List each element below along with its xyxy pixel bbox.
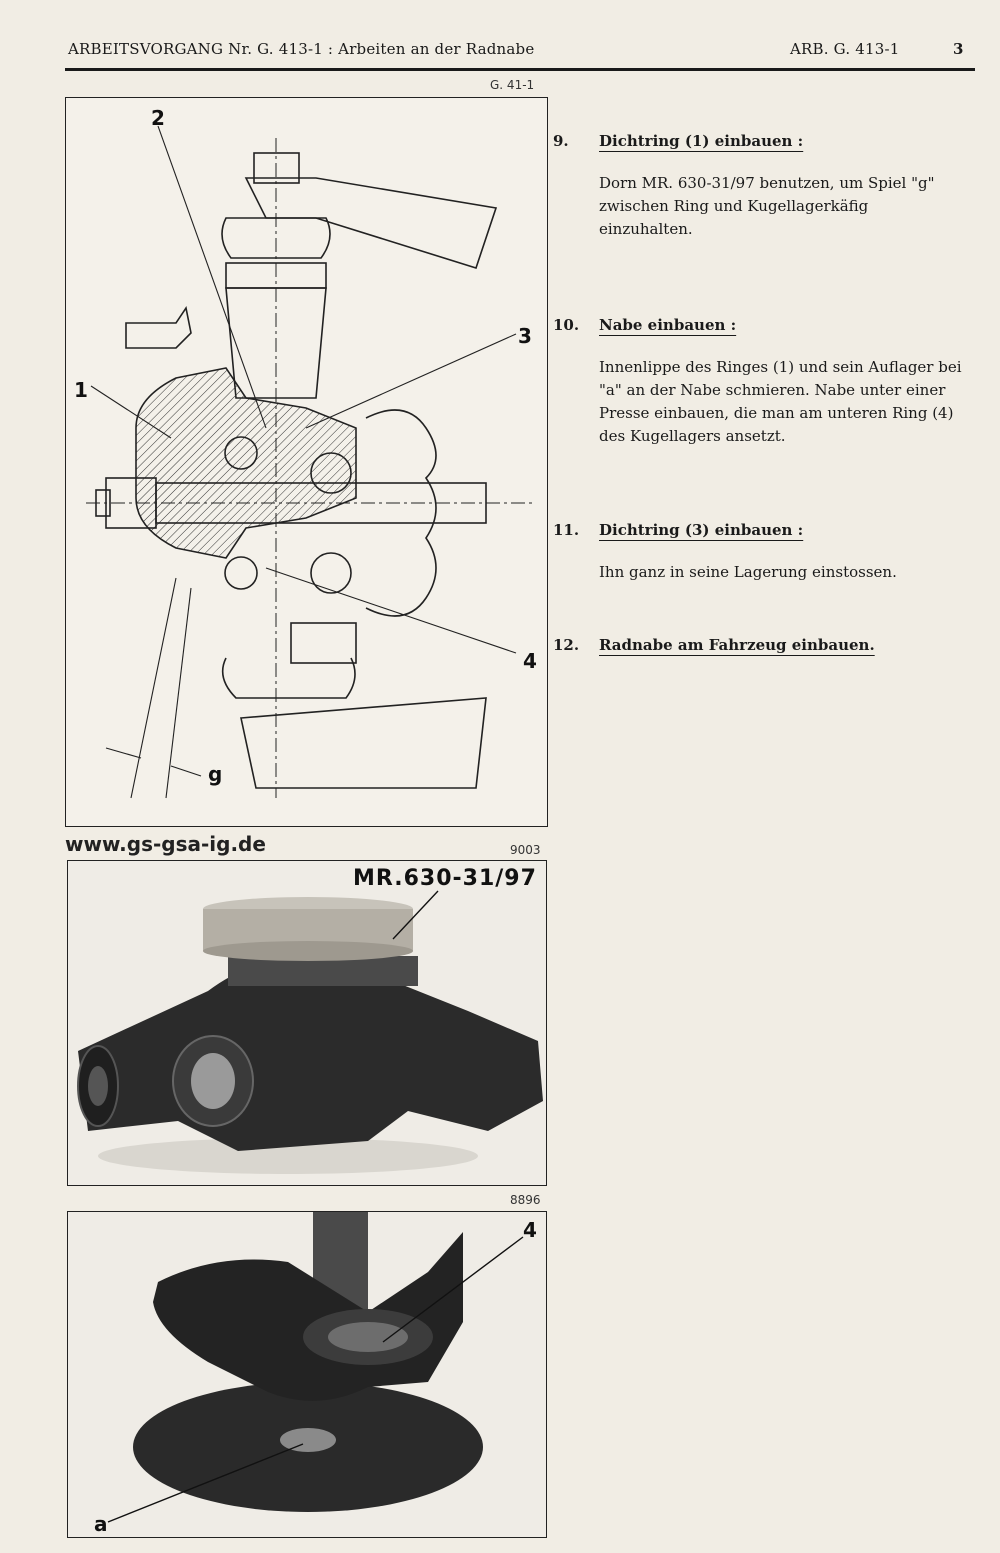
tool-label: MR.630-31/97: [353, 866, 537, 891]
header-title: ARBEITSVORGANG Nr. G. 413-1 : Arbeiten a…: [68, 40, 535, 58]
label-4-photo: 4: [523, 1218, 537, 1242]
step-body: Dorn MR. 630-31/97 benutzen, um Spiel "g…: [599, 174, 935, 238]
figure1-code: G. 41-1: [490, 78, 535, 92]
website-url: www.gs-gsa-ig.de: [65, 832, 266, 856]
step-number: 9.: [553, 132, 569, 150]
step-12: 12. Radnabe am Fahrzeug einbauen.: [553, 634, 973, 674]
knuckle-photo-2: [68, 1212, 546, 1537]
step-11: 11. Dichtring (3) einbauen : Ihn ganz in…: [553, 519, 973, 599]
label-3: 3: [518, 324, 532, 348]
step-body: Ihn ganz in seine Lagerung einstossen.: [599, 563, 897, 581]
label-4: 4: [523, 649, 537, 673]
step-title: Dichtring (3) einbauen :: [599, 521, 804, 539]
label-a: a: [94, 1512, 108, 1536]
step-title: Dichtring (1) einbauen :: [599, 132, 804, 150]
knuckle-photo-1: [68, 861, 546, 1185]
page-number: 3: [953, 40, 964, 58]
header-rule: [65, 68, 975, 71]
label-g: g: [208, 762, 223, 786]
step-10: 10. Nabe einbauen : Innenlippe des Ringe…: [553, 314, 973, 454]
step-number: 10.: [553, 316, 580, 334]
figure2-code: 9003: [510, 843, 541, 857]
step-number: 11.: [553, 521, 580, 539]
label-1: 1: [74, 378, 88, 402]
hub-section-drawing: [86, 125, 536, 799]
figure2-photo: MR.630-31/97: [67, 860, 547, 1186]
header-ref: ARB. G. 413-1: [790, 40, 900, 58]
figure1-drawing: 2 3 1 4 g: [65, 97, 548, 827]
figure3-photo: 4 a: [67, 1211, 547, 1538]
step-title: Nabe einbauen :: [599, 316, 737, 334]
step-9: 9. Dichtring (1) einbauen : Dorn MR. 630…: [553, 130, 973, 250]
figure3-code: 8896: [510, 1193, 541, 1207]
label-2: 2: [151, 106, 165, 130]
step-number: 12.: [553, 636, 580, 654]
step-title: Radnabe am Fahrzeug einbauen.: [599, 636, 875, 654]
step-body: Innenlippe des Ringes (1) und sein Aufla…: [599, 358, 962, 445]
